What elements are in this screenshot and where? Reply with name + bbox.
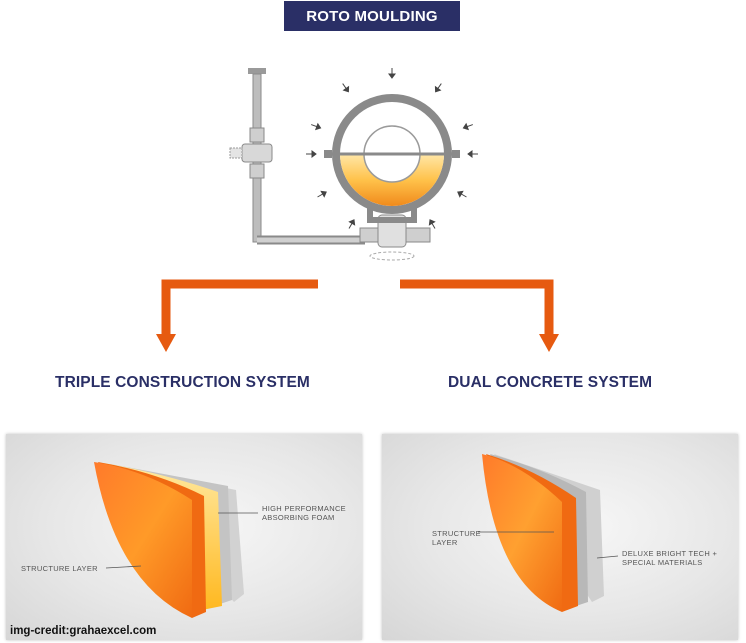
rotation-ring bbox=[369, 251, 415, 261]
dual-concrete-heading: DUAL CONCRETE SYSTEM bbox=[448, 374, 653, 391]
heat-arrows bbox=[306, 68, 478, 229]
heat-arrow-head bbox=[320, 190, 327, 198]
rod-motor bbox=[241, 143, 273, 163]
heat-arrow-head bbox=[342, 85, 350, 93]
heat-arrow-head bbox=[348, 219, 356, 226]
heat-arrow-head bbox=[388, 73, 396, 79]
down-arrow-icon bbox=[539, 334, 559, 352]
dual-layer-illustration bbox=[478, 454, 619, 612]
structure-layer-label: STRUCTURE LAYER bbox=[21, 564, 98, 573]
rod-joint-top bbox=[249, 127, 265, 143]
flow-arrow-left bbox=[161, 279, 318, 336]
roto-moulding-machine bbox=[229, 68, 478, 261]
structure-label: STRUCTURE LAYER bbox=[432, 529, 481, 547]
heat-arrow-head bbox=[462, 122, 470, 131]
structure-layer bbox=[94, 462, 192, 618]
dual-concrete-panel: STRUCTURE LAYER DELUXE BRIGHT TECH + SPE… bbox=[382, 434, 738, 640]
page-title: ROTO MOULDING bbox=[284, 1, 460, 31]
rod-cap bbox=[248, 68, 266, 74]
triple-construction-panel: HIGH PERFORMANCE ABSORBING FOAM STRUCTUR… bbox=[6, 434, 362, 640]
heat-arrow-head bbox=[457, 190, 464, 198]
rod-motor-knob bbox=[229, 147, 243, 159]
deluxe-materials-label: DELUXE BRIGHT TECH + SPECIAL MATERIALS bbox=[622, 549, 718, 567]
heat-arrow-head bbox=[434, 85, 442, 93]
flow-arrow-right bbox=[400, 279, 554, 336]
heat-arrow-head bbox=[311, 150, 317, 158]
triple-construction-heading: TRIPLE CONSTRUCTION SYSTEM bbox=[55, 374, 310, 391]
flow-arrows bbox=[156, 279, 559, 352]
heat-arrow-head bbox=[467, 150, 473, 158]
triple-layer-illustration bbox=[94, 462, 258, 618]
structure-layer bbox=[482, 454, 562, 612]
down-arrow-icon bbox=[156, 334, 176, 352]
heat-arrow-head bbox=[428, 219, 436, 226]
rod-joint-bottom bbox=[249, 163, 265, 179]
foam-label: HIGH PERFORMANCE ABSORBING FOAM bbox=[262, 504, 346, 522]
heat-arrow-head bbox=[314, 122, 322, 131]
image-credit: img-credit:grahaexcel.com bbox=[10, 625, 157, 637]
